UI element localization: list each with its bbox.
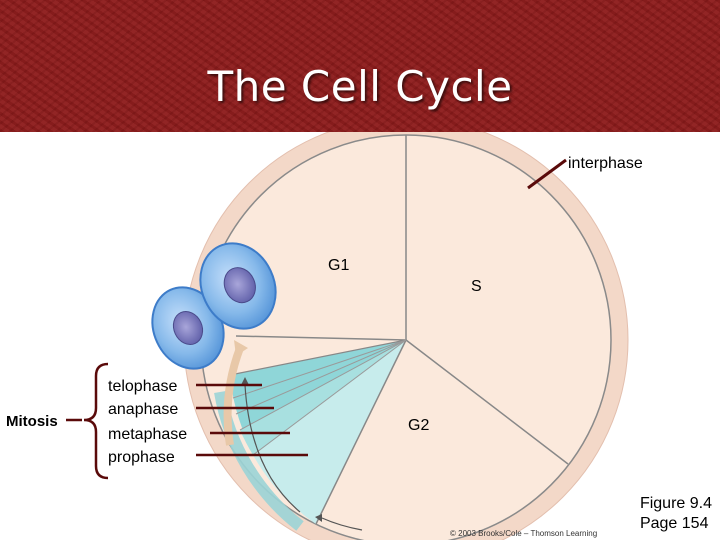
metaphase-subsector	[240, 340, 406, 455]
g2-flow-arrow	[321, 517, 363, 531]
anaphase-label: anaphase	[108, 401, 178, 418]
s-label: S	[471, 278, 482, 295]
interphase-pointer	[527, 158, 567, 190]
cycle-arrowhead	[234, 340, 248, 356]
page-title: The Cell Cycle	[207, 62, 513, 111]
daughter-cell-lower	[151, 286, 225, 370]
g2-label: G2	[408, 417, 429, 434]
prophase-label: prophase	[108, 449, 175, 466]
title-banner: The Cell Cycle	[0, 0, 720, 132]
mitosis-flow-arrowhead	[241, 377, 249, 385]
banner-texture	[0, 0, 720, 132]
divider-prophase	[252, 339, 407, 456]
page-number: Page 154	[639, 515, 709, 532]
divider-metaphase	[239, 339, 407, 431]
divider-telophase	[232, 339, 407, 399]
figure-reference: Figure 9.4 Page 154	[640, 494, 712, 534]
daughter-cell-upper	[199, 242, 277, 330]
metaphase-label: metaphase	[108, 426, 187, 443]
prophase-subsector	[253, 340, 406, 524]
divider-anaphase	[235, 339, 407, 415]
interphase-label: interphase	[568, 155, 643, 172]
g1-label: G1	[328, 257, 349, 274]
figure-number: Figure 9.4	[639, 495, 712, 512]
copyright-credit: © 2003 Brooks/Cole – Thomson Learning	[450, 529, 597, 538]
divider-g2-mitosis	[315, 339, 407, 525]
cycle-direction-arrow	[223, 346, 244, 446]
mitosis-flow-arrow	[244, 384, 301, 513]
divider-s-g2	[405, 339, 569, 465]
telophase-label: telophase	[108, 378, 177, 395]
mitosis-brace	[83, 362, 109, 480]
g2-flow-arrowhead	[315, 514, 322, 522]
mitosis-label: Mitosis	[6, 413, 58, 430]
divider-cytokinesis	[229, 339, 407, 376]
divider-interphase-start	[235, 335, 407, 341]
